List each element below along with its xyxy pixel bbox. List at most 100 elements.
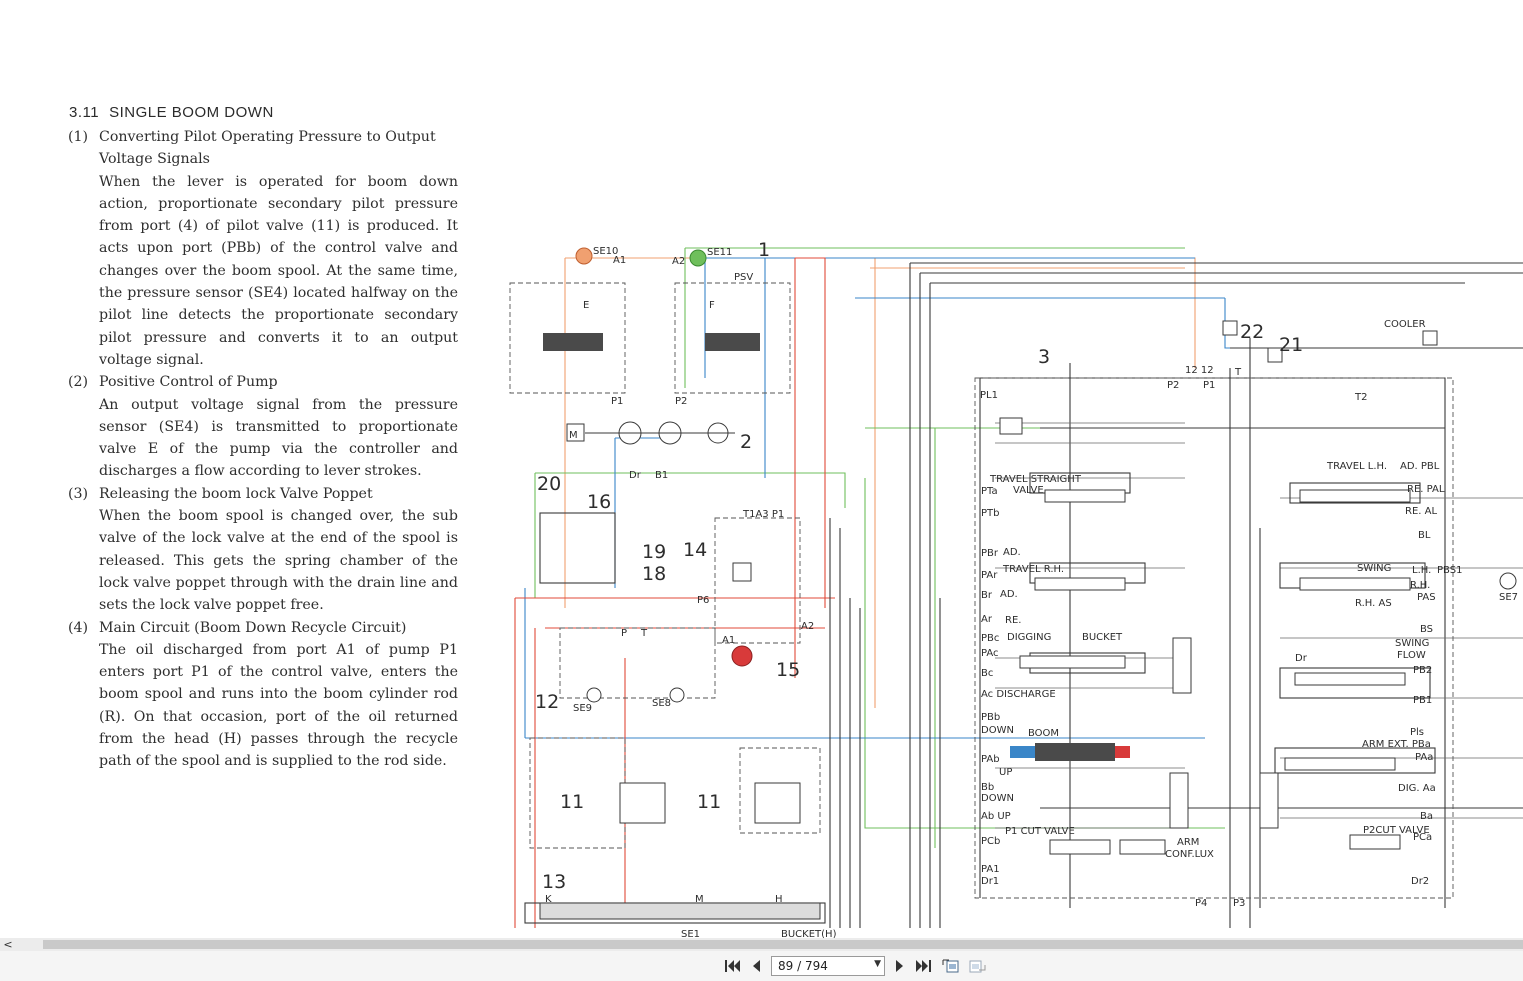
item-title: Releasing the boom lock Valve Poppet (99, 485, 373, 502)
label-se8: SE8 (652, 698, 671, 709)
item-heading: (2)Positive Control of Pump (68, 371, 458, 393)
label-pb2: PB2 (1413, 665, 1432, 676)
go-back-button[interactable] (941, 957, 961, 975)
label-pca: PCa (1413, 832, 1432, 843)
item-heading: (4)Main Circuit (Boom Down Recycle Circu… (68, 617, 458, 639)
horizontal-scrollbar[interactable]: < (0, 938, 1523, 951)
label-number: 14 (683, 539, 707, 561)
label-number: 3 (1038, 346, 1050, 368)
pressure-sensors (575, 247, 1517, 829)
label-m: M (569, 430, 578, 441)
label-t1a3p1: T1A3 P1 (742, 509, 784, 520)
page-dropdown-icon[interactable]: ▼ (874, 959, 881, 969)
label-dr1: Dr1 (981, 876, 999, 887)
label-p: P (621, 628, 627, 639)
label-pl1: PL1 (980, 390, 998, 401)
label-a1: A1 (613, 255, 626, 266)
label-tv: T (1234, 367, 1242, 378)
label-a2b: A2 (801, 621, 814, 632)
prev-page-button[interactable] (746, 957, 766, 975)
scrollbar-thumb[interactable] (43, 940, 1523, 949)
first-page-button[interactable] (722, 957, 742, 975)
label-pta: PTa (981, 486, 998, 497)
item-heading: (1)Converting Pilot Operating Pressure t… (68, 126, 458, 171)
label-bucket: BUCKET (1082, 632, 1123, 643)
label-travel-rh: TRAVEL R.H. (1002, 564, 1064, 575)
label-dr-right: Dr (1295, 653, 1308, 664)
last-page-button[interactable] (914, 957, 934, 975)
label-pab: PAb (981, 754, 1000, 765)
go-back-icon (942, 959, 959, 973)
label-number: 22 (1240, 321, 1264, 343)
page-number-value: 89 / 794 (778, 959, 828, 973)
label-bucket-h: BUCKET(H) (781, 929, 837, 938)
label-re-pal: RE. PAL (1407, 484, 1445, 495)
label-br: Br (981, 590, 993, 601)
label-ba: Ba (1420, 811, 1433, 822)
label-ab-up: Ab UP (981, 811, 1011, 822)
label-pbb: PBb (981, 712, 1000, 723)
label-a1b: A1 (722, 635, 735, 646)
label-ad2: AD. (1000, 589, 1018, 600)
label-arm-ext: ARM EXT. PBa (1362, 739, 1431, 750)
text-item: (3)Releasing the boom lock Valve Poppet … (68, 483, 458, 617)
label-e: E (583, 300, 589, 311)
next-page-button[interactable] (890, 957, 910, 975)
label-pb1: PB1 (1413, 695, 1432, 706)
page-navigation-bar: 89 / 794 ▼ (0, 951, 1523, 981)
label-pas: PAS (1417, 592, 1436, 603)
label-ad1: AD. (1003, 547, 1021, 558)
label-p1-cut: P1 CUT VALVE (1005, 826, 1075, 837)
label-ar: Ar (981, 614, 993, 625)
scroll-left-button[interactable]: < (3, 938, 13, 951)
label-p3: P3 (1233, 898, 1245, 909)
label-ac-discharge: Ac DISCHARGE (981, 689, 1056, 700)
item-number: (2) (68, 374, 89, 391)
label-re-al: RE. AL (1405, 506, 1437, 517)
label-lh: L.H. (1412, 565, 1431, 576)
label-dig-aa: DIG. Aa (1398, 783, 1436, 794)
item-body: When the boom spool is changed over, the… (99, 508, 458, 614)
label-p4: P4 (1195, 898, 1207, 909)
label-number: 1 (758, 239, 770, 261)
label-number: 15 (776, 659, 800, 681)
label-conflux: CONF.LUX (1165, 849, 1214, 860)
label-down: DOWN (981, 725, 1014, 736)
label-se7: SE7 (1499, 592, 1518, 603)
label-pbr: PBr (981, 548, 999, 559)
label-ad-pbl: AD. PBL (1400, 461, 1440, 472)
label-se1: SE1 (681, 929, 700, 938)
label-swing-flow-1: SWING (1395, 638, 1429, 649)
valve-spools (539, 333, 1411, 920)
label-p1: P1 (611, 396, 623, 407)
item-body: The oil discharged from port A1 of pump … (99, 641, 458, 770)
label-h: H (775, 894, 783, 905)
label-valve: VALVE (1013, 485, 1044, 496)
label-1212: 12 12 (1185, 365, 1214, 376)
label-swing: SWING (1357, 563, 1391, 574)
label-rh: R.H. (1410, 580, 1430, 591)
label-number: 19 (642, 541, 666, 563)
item-heading: (3)Releasing the boom lock Valve Poppet (68, 483, 458, 505)
label-pac: PAc (981, 648, 999, 659)
label-se10: SE10 (593, 246, 618, 257)
go-forward-button[interactable] (967, 957, 987, 975)
label-pbs1: PBS1 (1437, 565, 1462, 576)
label-p1v: P1 (1203, 380, 1215, 391)
label-p2cut: P2CUT VALVE (1363, 825, 1430, 836)
label-bc: Bc (981, 668, 993, 679)
page-number-field[interactable]: 89 / 794 ▼ (771, 956, 885, 976)
label-t2: T2 (1354, 392, 1367, 403)
text-item: (2)Positive Control of Pump An output vo… (68, 371, 458, 482)
label-number: 18 (642, 563, 666, 585)
label-t: T (640, 628, 648, 639)
label-bs: BS (1420, 624, 1433, 635)
last-page-icon (916, 960, 931, 972)
label-arm: ARM (1177, 837, 1199, 848)
label-pbc: PBc (981, 633, 999, 644)
go-forward-icon (969, 960, 986, 973)
text-item: (4)Main Circuit (Boom Down Recycle Circu… (68, 617, 458, 773)
item-number: (4) (68, 619, 89, 636)
